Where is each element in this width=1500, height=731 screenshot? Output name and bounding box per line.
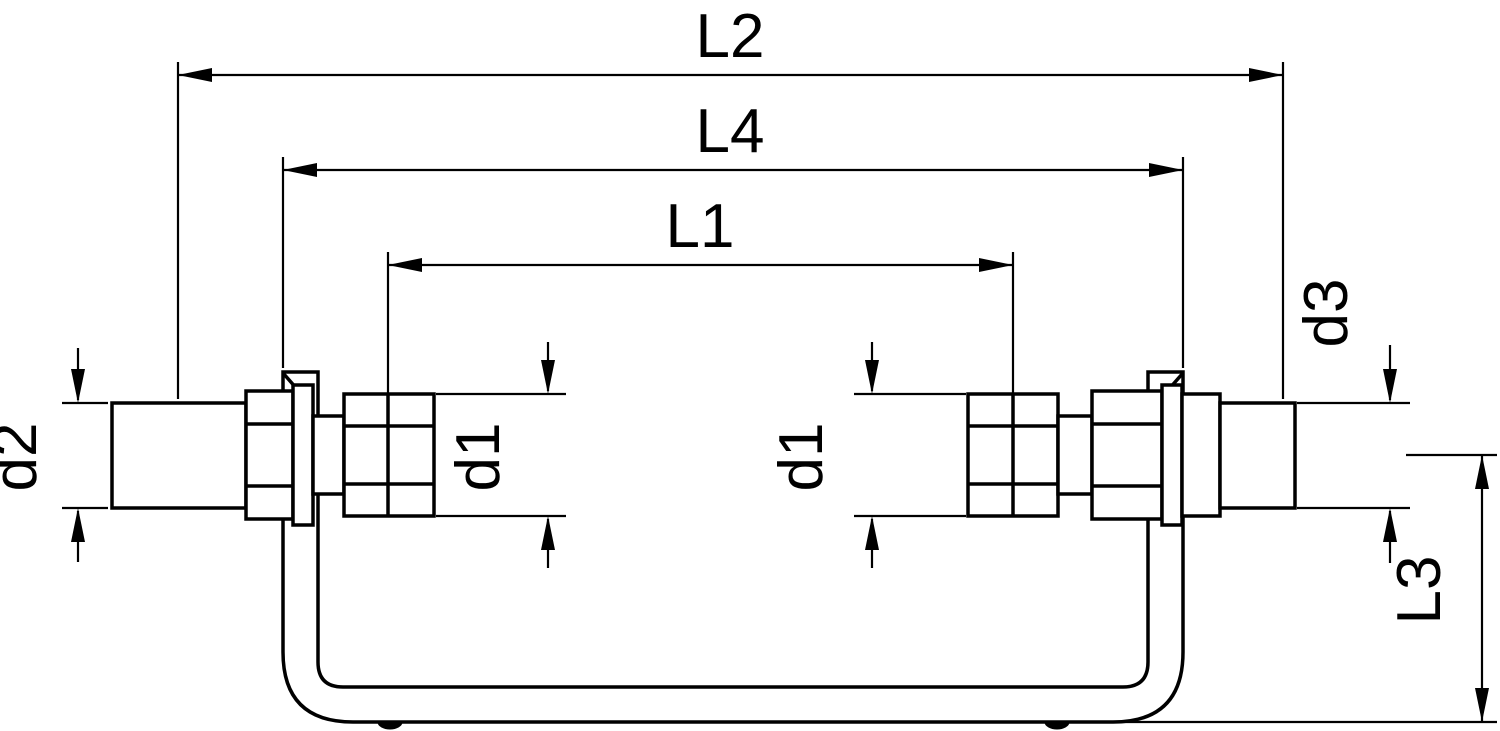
dimension-d1-left: d1 — [436, 342, 566, 568]
dimension-L2: L2 — [176, 2, 1285, 399]
left-foot-mark — [377, 721, 403, 730]
left-hex-nut — [244, 389, 295, 521]
right-lock-nut — [1180, 392, 1222, 518]
arrowhead — [1475, 455, 1489, 489]
arrowhead — [71, 369, 85, 403]
dimension-d2: d2 — [0, 348, 108, 562]
arrowhead — [1475, 688, 1489, 722]
arrowhead — [541, 516, 555, 550]
left-flange — [291, 383, 315, 527]
arrowhead — [71, 508, 85, 542]
dimension-d1-right: d1 — [767, 342, 966, 568]
dimension-L4: L4 — [281, 97, 1185, 368]
arrowhead — [1383, 508, 1397, 542]
dimension-label-d3: d3 — [1292, 279, 1361, 348]
u-bend-tube — [281, 370, 1185, 724]
dimension-L3: L3 — [1115, 453, 1497, 724]
dimension-label-d2: d2 — [0, 423, 50, 492]
arrowhead — [1249, 68, 1283, 82]
right-foot-mark — [1044, 721, 1070, 730]
arrowhead — [541, 360, 555, 394]
arrowhead — [1383, 369, 1397, 403]
arrowhead — [1149, 163, 1183, 177]
dimension-label-d1-left: d1 — [444, 423, 513, 492]
dimension-label-L4: L4 — [696, 97, 765, 166]
right-flange — [1160, 383, 1184, 527]
arrowhead — [865, 516, 879, 550]
arrowhead — [865, 360, 879, 394]
left-reduced-section — [311, 414, 346, 496]
right-hex-nut — [1090, 389, 1164, 521]
dimension-label-L1: L1 — [666, 192, 735, 261]
dimension-label-L2: L2 — [696, 2, 765, 71]
dimension-label-d1-right: d1 — [767, 423, 836, 492]
dimension-label-L3: L3 — [1385, 556, 1454, 625]
dimension-L1: L1 — [386, 192, 1015, 416]
fitting-body — [110, 370, 1297, 730]
arrowhead — [388, 258, 422, 272]
arrowhead — [979, 258, 1013, 272]
right-reduced-section — [1056, 414, 1094, 496]
arrowhead — [283, 163, 317, 177]
right-spigot — [1218, 401, 1297, 510]
arrowhead — [178, 68, 212, 82]
left-spigot — [110, 401, 248, 510]
dimension-d3: d3 — [1292, 279, 1410, 563]
